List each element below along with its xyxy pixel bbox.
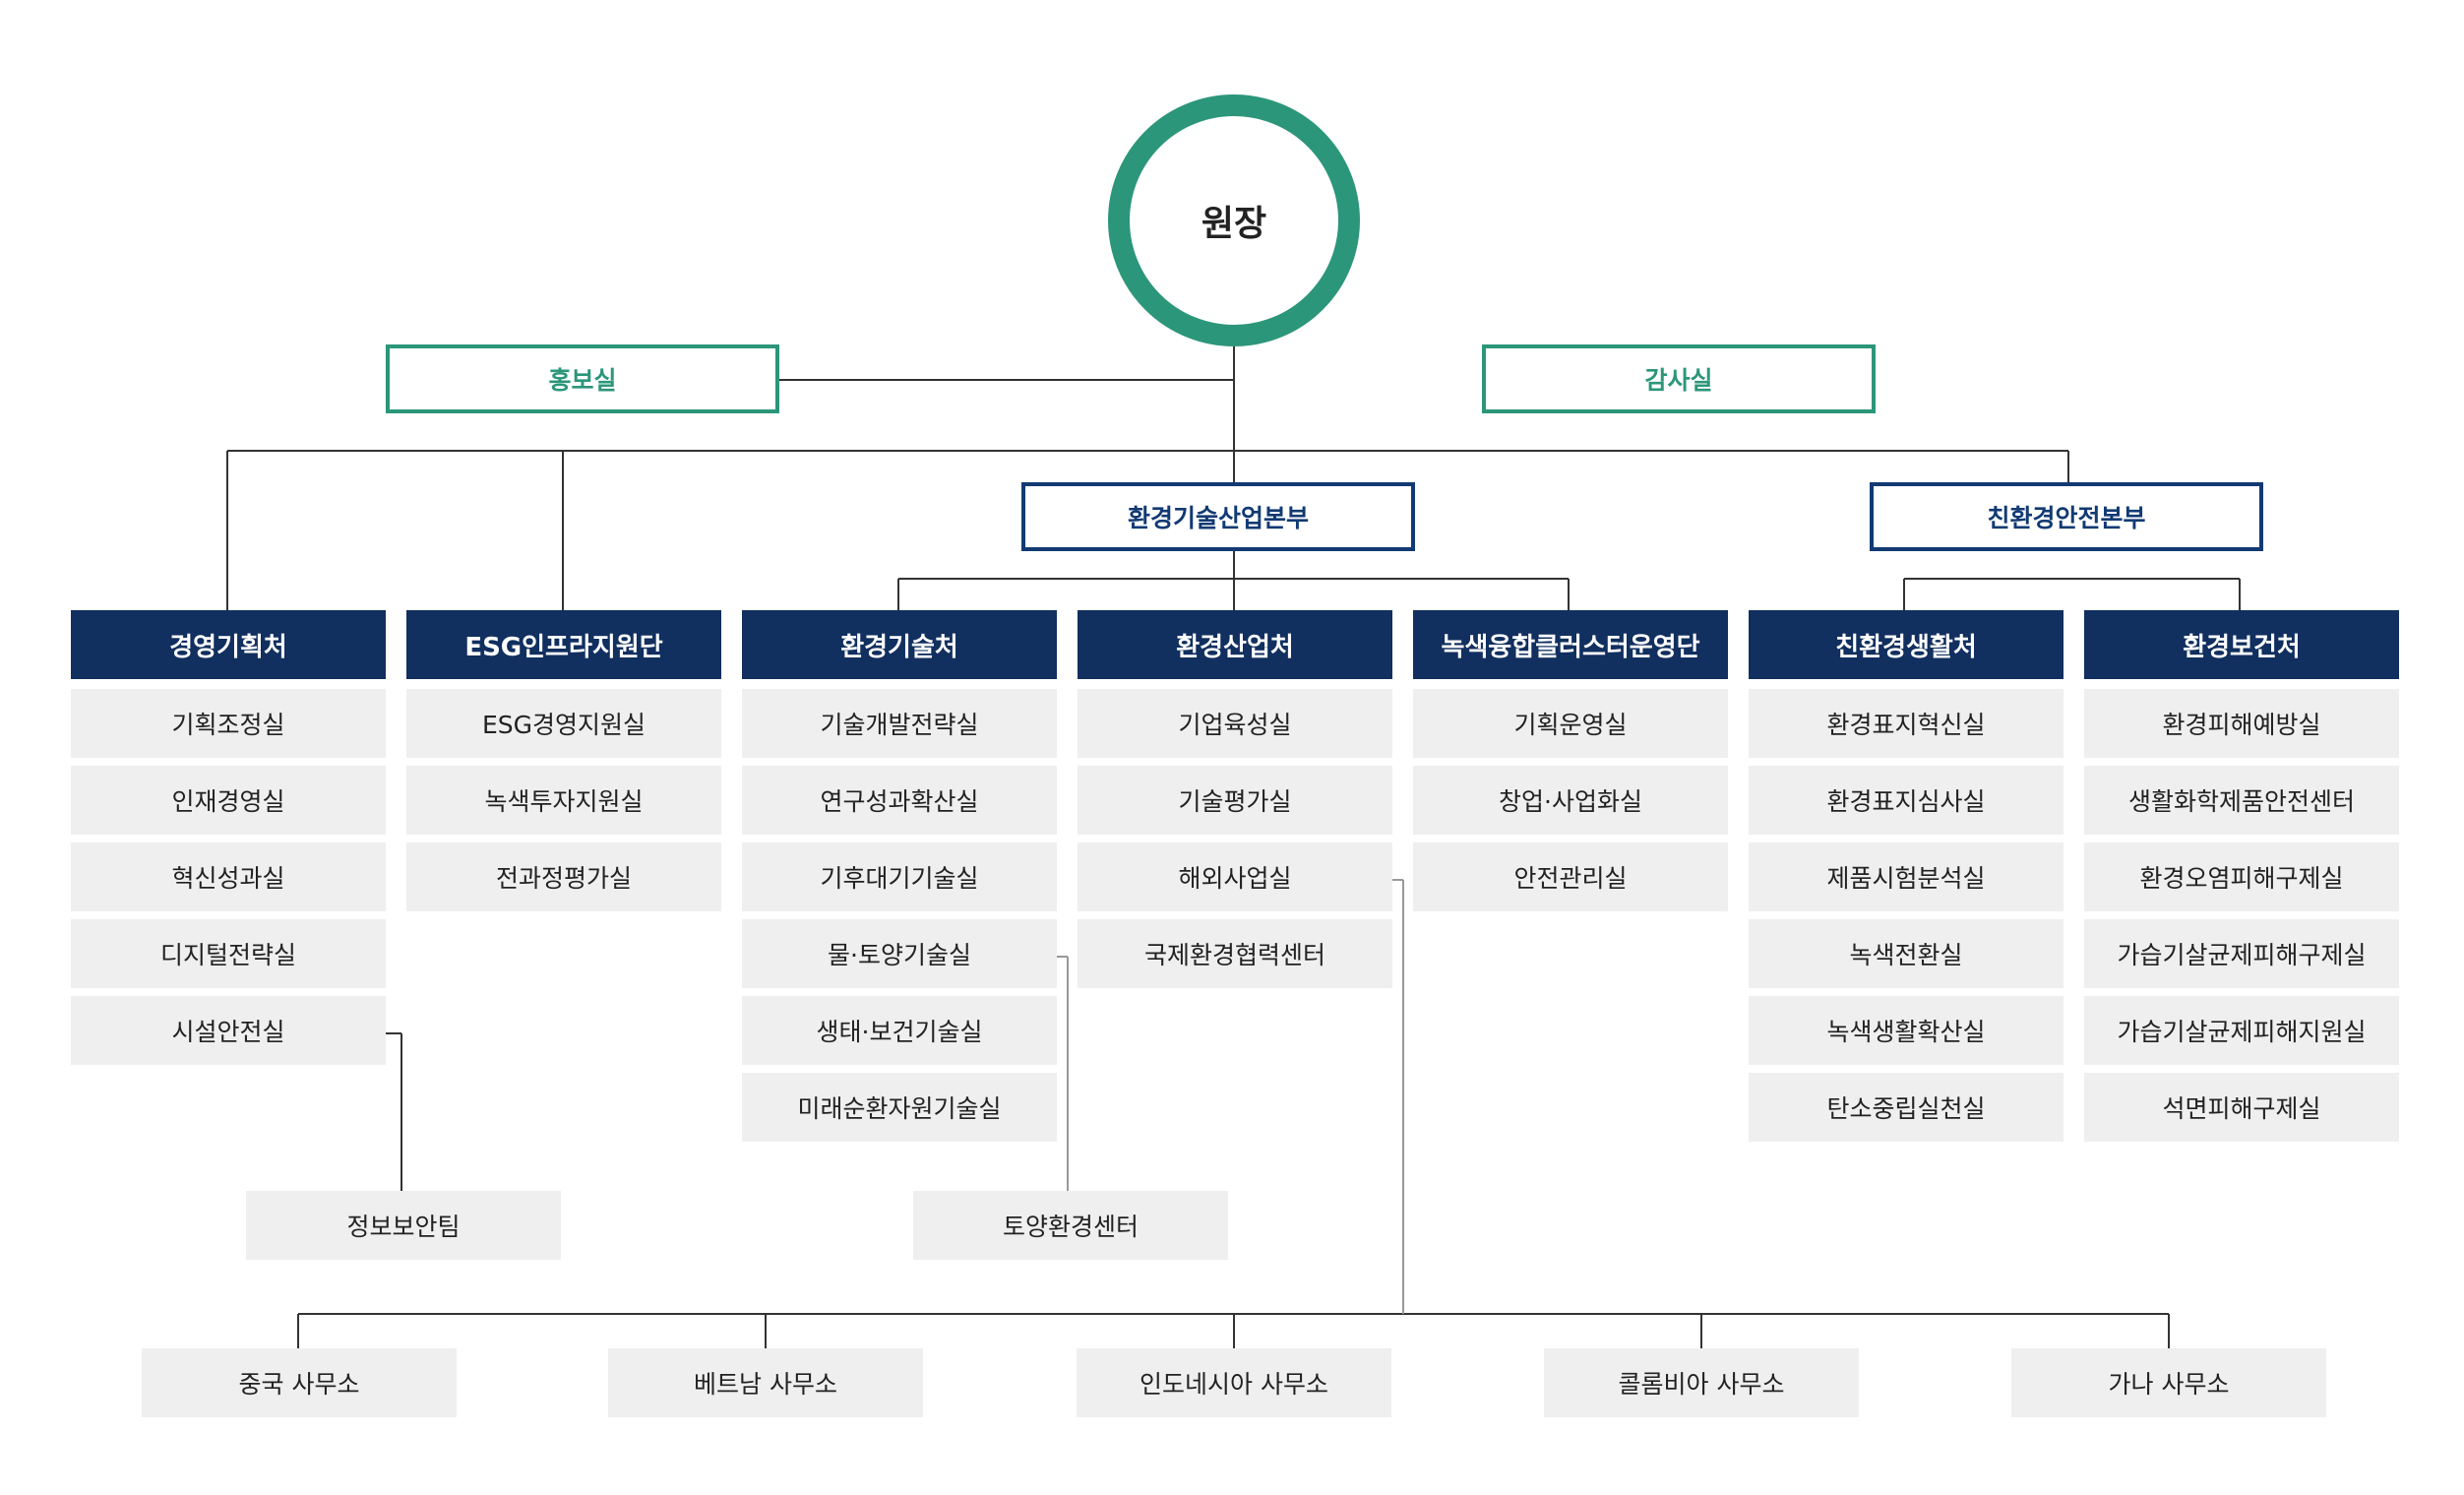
department-unit: 연구성과확산실 bbox=[742, 766, 1057, 835]
overseas-office-indonesia: 인도네시아 사무소 bbox=[1077, 1348, 1391, 1417]
department-unit: 기술개발전략실 bbox=[742, 689, 1057, 758]
info-security-team-box: 정보보안팀 bbox=[246, 1191, 561, 1260]
department-unit: 탄소중립실천실 bbox=[1749, 1073, 2064, 1142]
department-unit: 시설안전실 bbox=[71, 996, 386, 1065]
department-unit: 녹색투자지원실 bbox=[406, 766, 721, 835]
department-unit: 국제환경협력센터 bbox=[1078, 919, 1392, 988]
department-header: 환경기술처 bbox=[742, 610, 1057, 679]
department-unit: 인재경영실 bbox=[71, 766, 386, 835]
eco-safety-hq-box: 친환경안전본부 bbox=[1870, 482, 2263, 551]
department-unit: 디지털전략실 bbox=[71, 919, 386, 988]
soil-env-center-box: 토양환경센터 bbox=[913, 1191, 1228, 1260]
department-unit: 생활화학제품안전센터 bbox=[2084, 766, 2399, 835]
overseas-office-ghana: 가나 사무소 bbox=[2011, 1348, 2326, 1417]
department-unit: 창업·사업화실 bbox=[1413, 766, 1728, 835]
department-header: ESG인프라지원단 bbox=[406, 610, 721, 679]
department-unit: 기술평가실 bbox=[1078, 766, 1392, 835]
department-unit: 기획운영실 bbox=[1413, 689, 1728, 758]
department-unit: 기업육성실 bbox=[1078, 689, 1392, 758]
department-unit: 해외사업실 bbox=[1078, 842, 1392, 911]
department-unit: 녹색전환실 bbox=[1749, 919, 2064, 988]
department-header: 경영기획처 bbox=[71, 610, 386, 679]
department-unit: 미래순환자원기술실 bbox=[742, 1073, 1057, 1142]
overseas-office-colombia: 콜롬비아 사무소 bbox=[1544, 1348, 1859, 1417]
department-unit: 생태·보건기술실 bbox=[742, 996, 1057, 1065]
department-header: 환경산업처 bbox=[1078, 610, 1392, 679]
department-unit: 혁신성과실 bbox=[71, 842, 386, 911]
department-unit: 기후대기기술실 bbox=[742, 842, 1057, 911]
department-unit: 석면피해구제실 bbox=[2084, 1073, 2399, 1142]
department-unit: 환경표지혁신실 bbox=[1749, 689, 2064, 758]
department-header: 녹색융합클러스터운영단 bbox=[1413, 610, 1728, 679]
ceo-node: 원장 bbox=[1108, 94, 1360, 346]
department-unit: 물·토양기술실 bbox=[742, 919, 1057, 988]
env-tech-industry-hq-box: 환경기술산업본부 bbox=[1021, 482, 1415, 551]
department-unit: 환경표지심사실 bbox=[1749, 766, 2064, 835]
pr-office-box: 홍보실 bbox=[386, 344, 779, 413]
department-unit: ESG경영지원실 bbox=[406, 689, 721, 758]
department-unit: 전과정평가실 bbox=[406, 842, 721, 911]
department-unit: 안전관리실 bbox=[1413, 842, 1728, 911]
department-unit: 환경피해예방실 bbox=[2084, 689, 2399, 758]
department-header: 환경보건처 bbox=[2084, 610, 2399, 679]
department-unit: 가습기살균제피해구제실 bbox=[2084, 919, 2399, 988]
audit-office-box: 감사실 bbox=[1482, 344, 1876, 413]
department-unit: 녹색생활확산실 bbox=[1749, 996, 2064, 1065]
department-unit: 가습기살균제피해지원실 bbox=[2084, 996, 2399, 1065]
department-unit: 환경오염피해구제실 bbox=[2084, 842, 2399, 911]
department-unit: 기획조정실 bbox=[71, 689, 386, 758]
overseas-office-china: 중국 사무소 bbox=[142, 1348, 457, 1417]
overseas-office-vietnam: 베트남 사무소 bbox=[608, 1348, 923, 1417]
department-header: 친환경생활처 bbox=[1749, 610, 2064, 679]
department-unit: 제품시험분석실 bbox=[1749, 842, 2064, 911]
